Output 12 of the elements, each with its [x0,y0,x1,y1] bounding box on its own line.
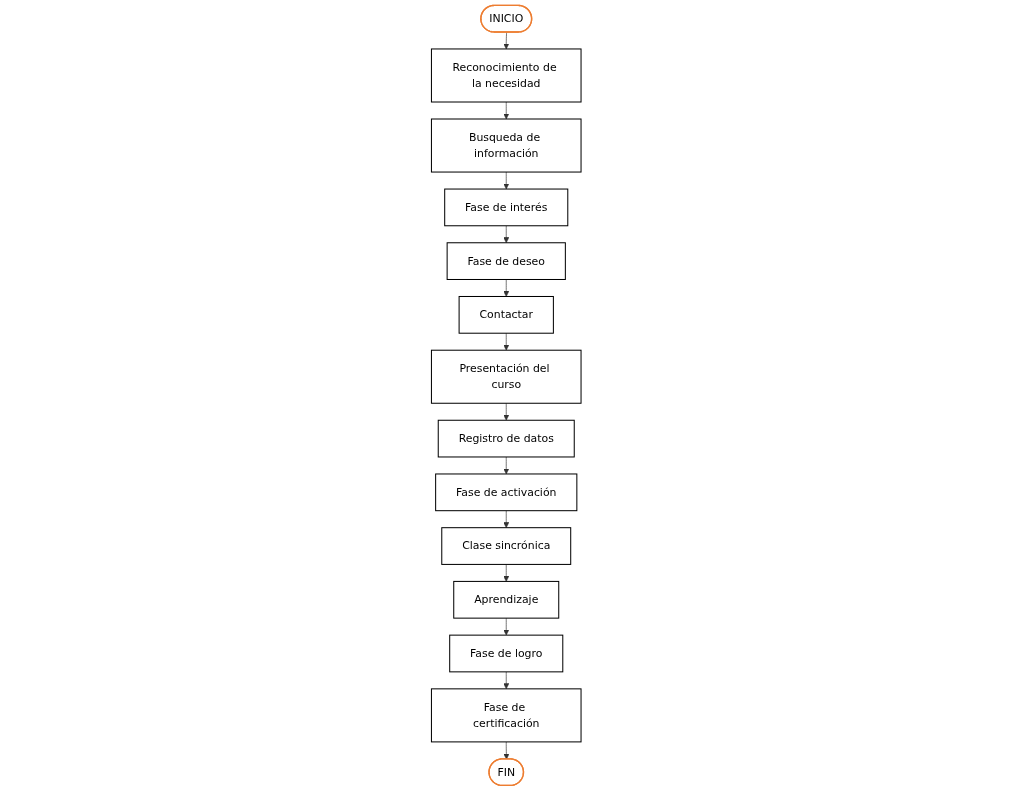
node-box: Fase de activación [435,473,578,512]
node-box: Busqueda de información [431,118,582,173]
node-box: Fase de deseo [446,242,567,281]
node-box: Aprendizaje [453,580,560,619]
node-box: Fase de logro [449,634,564,673]
node-box: Fase de certificación [431,688,582,743]
node-box: Fase de interés [444,188,569,227]
node-box: Contactar [458,296,555,334]
node-box: Registro de datos [438,419,575,458]
node-box: Presentación del curso [431,349,582,404]
node-box: Clase sincrónica [441,527,572,565]
node-box: Reconocimiento de la necesidad [431,48,582,103]
